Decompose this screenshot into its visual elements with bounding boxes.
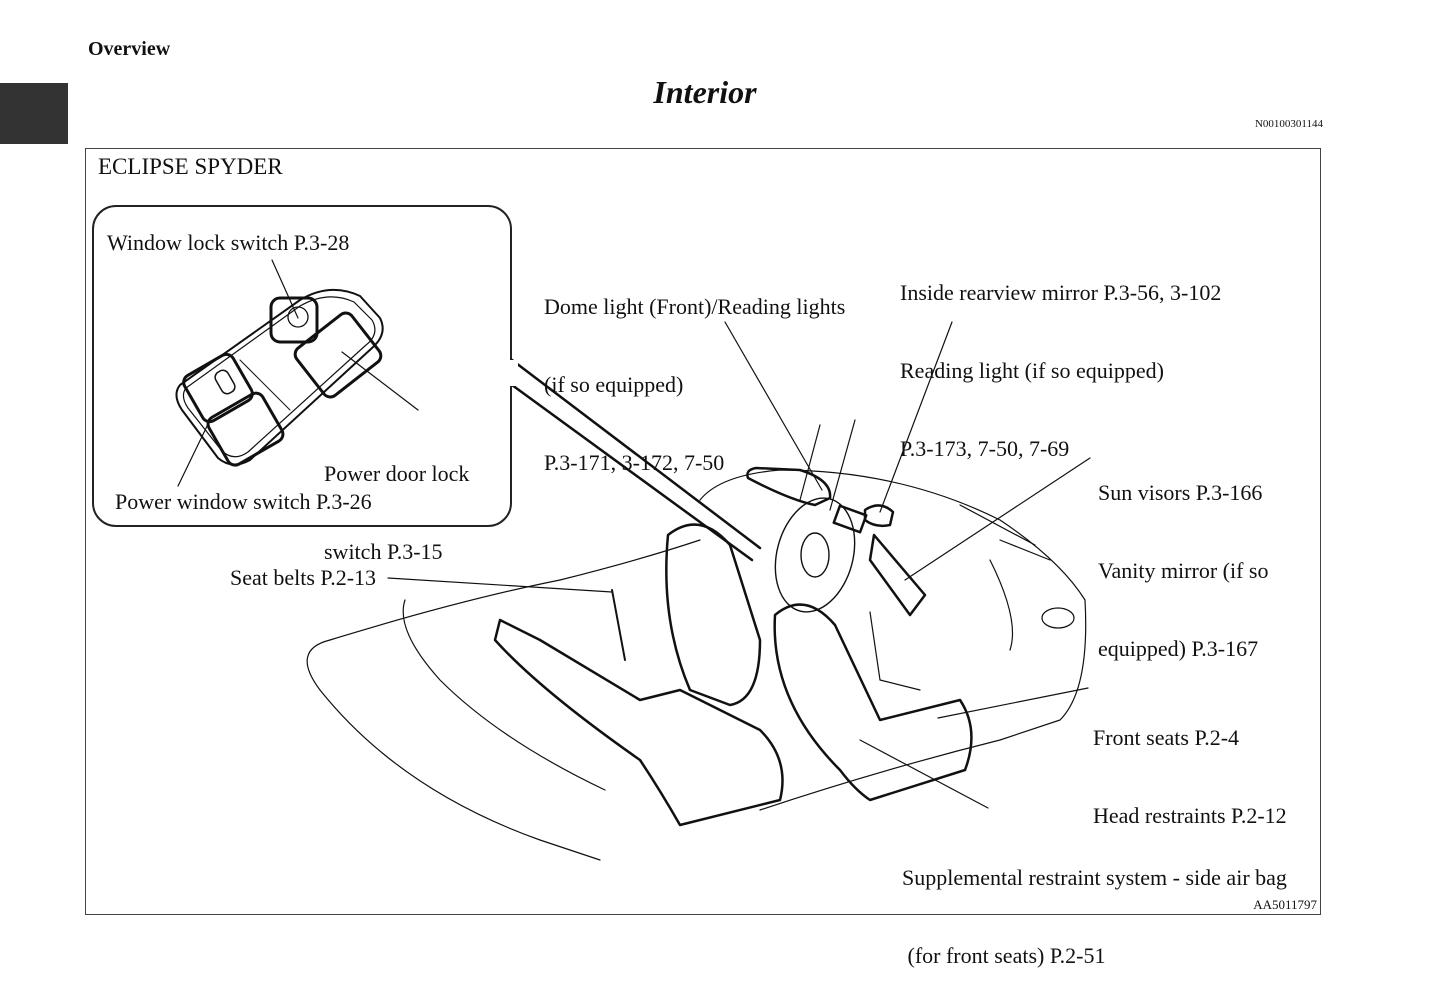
callout-line: equipped) P.3-167	[1098, 636, 1259, 661]
inset-leader-lines	[177, 259, 419, 487]
callout-line: Reading light (if so equipped)	[900, 358, 1164, 383]
callout-line: Front seats P.2-4	[1093, 725, 1240, 750]
callout-line: Sun visors P.3-166	[1098, 480, 1263, 505]
callout-line: Power door lock	[324, 461, 470, 486]
callout-inside-rearview-mirror: Inside rearview mirror P.3-56, 3-102 Rea…	[900, 228, 1221, 488]
callout-seat-belts: Seat belts P.2-13	[230, 565, 377, 590]
callout-power-door-lock-switch: Power door lock switch P.3-15	[324, 409, 469, 591]
model-name: ECLIPSE SPYDER	[98, 154, 283, 179]
callout-line: (for front seats) P.2-51	[902, 943, 1106, 968]
callout-line: Head restraints P.2-12	[1093, 803, 1287, 828]
chapter-tab-marker	[0, 83, 68, 144]
callout-sun-visors: Sun visors P.3-166 Vanity mirror (if so …	[1098, 428, 1268, 688]
callout-side-air-bag: Supplemental restraint system - side air…	[902, 813, 1287, 995]
callout-line: P.3-173, 7-50, 7-69	[900, 436, 1070, 461]
callout-line: Dome light (Front)/Reading lights	[544, 294, 846, 319]
callout-line: Vanity mirror (if so	[1098, 558, 1269, 583]
callout-line: switch P.3-15	[324, 539, 443, 564]
document-code: N00100301144	[1254, 118, 1323, 130]
sun-visor-drawing	[746, 466, 927, 617]
page-title: Interior	[653, 74, 757, 110]
callout-power-window-switch: Power window switch P.3-26	[115, 489, 372, 514]
callout-line: Inside rearview mirror P.3-56, 3-102	[900, 280, 1222, 305]
callout-front-seats: Front seats P.2-4 Head restraints P.2-12	[1093, 673, 1287, 855]
figure-frame	[85, 148, 1321, 915]
callout-leader-lines	[387, 321, 1091, 809]
section-label: Overview	[88, 38, 171, 60]
callout-line: (if so equipped)	[544, 372, 684, 397]
switch-panel-drawing	[175, 288, 384, 467]
callout-dome-light: Dome light (Front)/Reading lights (if so…	[544, 242, 845, 502]
callout-line: Supplemental restraint system - side air…	[902, 865, 1287, 890]
illustration-code: AA5011797	[1253, 897, 1317, 912]
callout-window-lock-switch: Window lock switch P.3-28	[107, 230, 350, 255]
callout-line: P.3-171, 3-172, 7-50	[544, 450, 725, 475]
seats-drawing	[493, 523, 973, 827]
